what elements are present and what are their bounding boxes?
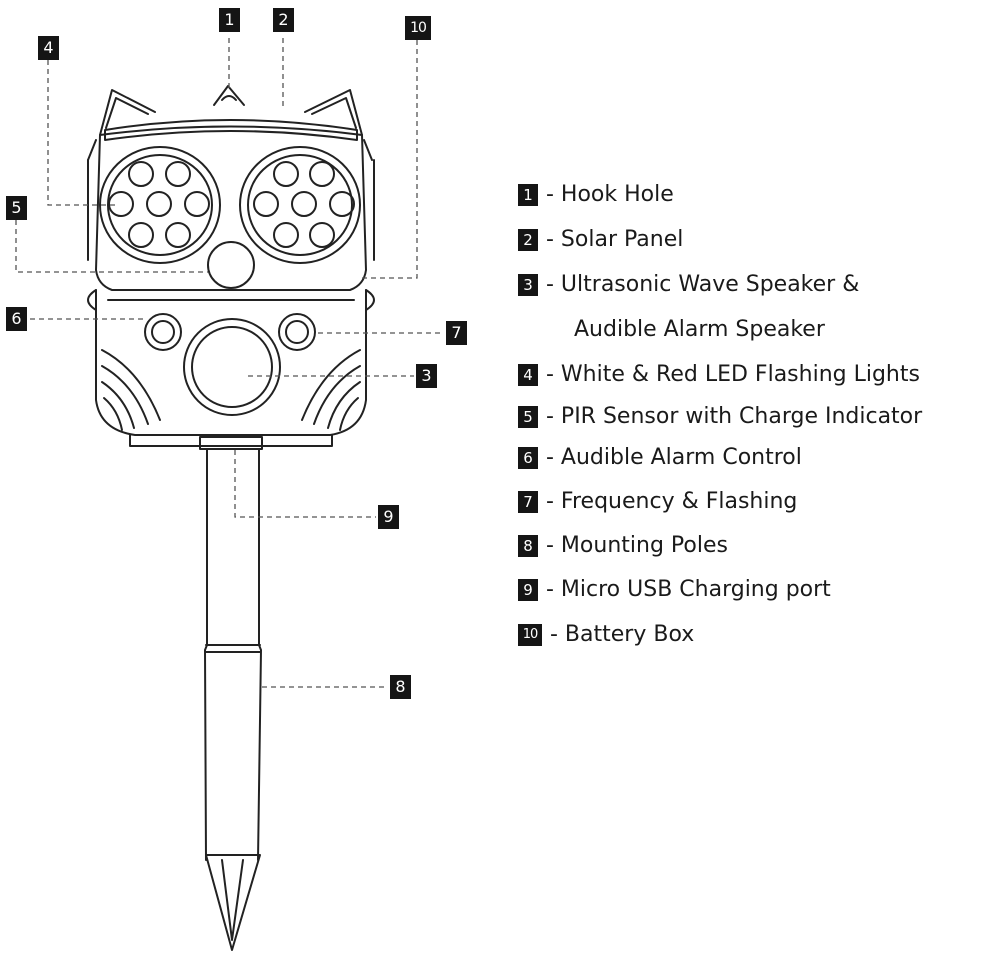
owl-head (95, 125, 367, 291)
owl-left-ear-inner (105, 97, 149, 129)
legend-item: 1 - Hook Hole (518, 180, 674, 210)
legend-item: 8 - Mounting Poles (518, 531, 728, 561)
legend-badge: 3 (518, 274, 538, 296)
legend-text: - Micro USB Charging port (546, 577, 831, 602)
ultrasonic-speaker (183, 318, 281, 416)
legend-badge: 7 (518, 491, 538, 513)
legend-badge: 8 (518, 535, 538, 557)
callout-10: 10 (405, 16, 431, 40)
callout-6: 6 (6, 307, 27, 331)
legend-item: 7 - Frequency & Flashing (518, 487, 797, 517)
legend-item: 6 - Audible Alarm Control (518, 443, 802, 473)
callout-5: 5 (6, 196, 27, 220)
legend-continuation: Audible Alarm Speaker (574, 317, 825, 342)
legend-text: - White & Red LED Flashing Lights (546, 362, 920, 387)
legend-text: - Battery Box (550, 622, 695, 647)
legend-badge: 10 (518, 624, 542, 646)
leader-4 (47, 60, 115, 206)
legend-item: 3 - Ultrasonic Wave Speaker & (518, 270, 859, 300)
callout-4: 4 (38, 36, 59, 60)
legend-item: 9 - Micro USB Charging port (518, 575, 831, 605)
pir-sensor (207, 241, 255, 289)
legend-text: - PIR Sensor with Charge Indicator (546, 404, 923, 429)
callout-3: 3 (416, 364, 437, 388)
owl-left-ear (99, 89, 156, 136)
legend-badge: 1 (518, 184, 538, 206)
owl-right-ear-inner (311, 97, 357, 129)
legend-text: - Hook Hole (546, 182, 674, 207)
callout-9: 9 (378, 505, 399, 529)
callout-2: 2 (273, 8, 294, 32)
legend-item: 2 - Solar Panel (518, 225, 683, 255)
callout-7: 7 (446, 321, 467, 345)
callout-8: 8 (390, 675, 411, 699)
legend-item: 5 - PIR Sensor with Charge Indicator (518, 402, 922, 432)
legend-badge: 4 (518, 364, 538, 386)
legend-badge: 2 (518, 229, 538, 251)
right-led-eye (239, 146, 361, 264)
legend-text: - Mounting Poles (546, 533, 728, 558)
legend-item: 4 - White & Red LED Flashing Lights (518, 360, 920, 390)
legend-text: - Ultrasonic Wave Speaker & (546, 272, 860, 297)
owl-right-ear (304, 89, 363, 136)
leader-5 (15, 220, 208, 273)
legend-item: 10 - Battery Box (518, 620, 694, 650)
legend-text: - Frequency & Flashing (546, 489, 798, 514)
leader-10 (362, 40, 418, 279)
solar-panel (104, 119, 358, 141)
callout-1: 1 (219, 8, 240, 32)
alarm-control-knob (144, 313, 182, 351)
hook-hole (213, 85, 245, 106)
left-led-eye (99, 146, 221, 264)
owl-body (95, 289, 367, 436)
legend-text: - Solar Panel (546, 227, 684, 252)
legend-badge: 6 (518, 447, 538, 469)
legend-text: - Audible Alarm Control (546, 445, 802, 470)
frequency-knob (278, 313, 316, 351)
legend-badge: 9 (518, 579, 538, 601)
usb-port (199, 436, 263, 450)
leader-9 (234, 450, 376, 518)
mounting-pole (204, 449, 262, 861)
pole-spike (205, 854, 261, 951)
legend-badge: 5 (518, 406, 538, 428)
